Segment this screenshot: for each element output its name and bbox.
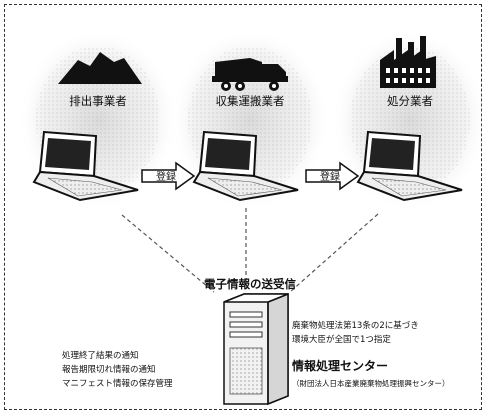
right-note-line-2: 環境大臣が全国で1つ指定 (292, 334, 391, 345)
arrow-transporter-to-disposer (305, 161, 360, 191)
server-link-lines (121, 208, 379, 293)
arrow-label-1: 登録 (156, 170, 176, 183)
node-label-disposer: 処分業者 (387, 94, 433, 108)
node-label-discharger: 排出事業者 (69, 94, 127, 108)
left-note-1: 処理終了結果の通知 (62, 350, 139, 361)
dump-truck-icon (212, 58, 288, 91)
dashed-frame (4, 4, 482, 410)
waste-pile-icon (58, 52, 142, 84)
right-note-line-1: 廃棄物処理法第13条の2に基づき (292, 320, 419, 331)
laptop-icon-discharger (32, 130, 139, 202)
factory-icon (380, 36, 436, 88)
node-label-transporter: 収集運搬業者 (216, 94, 285, 108)
arrow-discharger-to-transporter (141, 161, 196, 191)
laptop-icon-transporter (192, 130, 299, 202)
left-note-3: マニフェスト情報の保存管理 (62, 378, 173, 389)
right-subtitle: （財団法人日本産業廃棄物処理振興センター） (292, 378, 450, 388)
server-tower-icon (223, 292, 289, 406)
center-caption: 電子情報の送受信 (204, 277, 296, 291)
arrow-label-2: 登録 (320, 170, 340, 183)
right-title: 情報処理センター (292, 358, 388, 373)
laptop-icon-disposer (356, 130, 463, 202)
left-note-2: 報告期限切れ情報の通知 (62, 364, 156, 375)
